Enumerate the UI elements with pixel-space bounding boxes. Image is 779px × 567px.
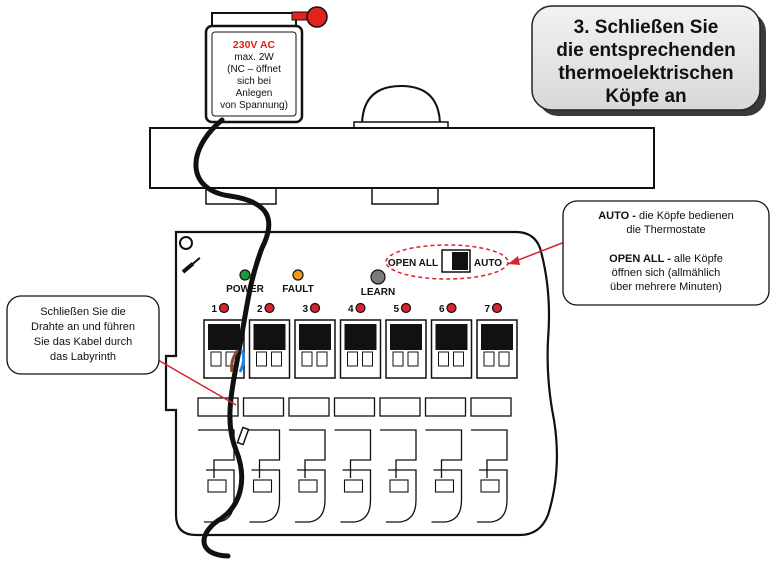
learn-button[interactable]: [371, 270, 385, 284]
terminal-screw-icon: [254, 324, 286, 350]
actuator-note-1: (NC – öffnet: [227, 64, 281, 75]
zone-number: 2: [257, 304, 263, 315]
fault-led-icon: [293, 270, 303, 280]
zone-number: 3: [302, 304, 308, 315]
wire-slot-icon[interactable]: [272, 352, 282, 366]
wires-callout-line-2: Drahte an und führen: [31, 321, 135, 333]
mounting-hole-icon: [180, 237, 192, 249]
wires-callout-line-4: das Labyrinth: [50, 351, 116, 363]
open-all-description-line-3: über mehrere Minuten): [610, 281, 722, 293]
switch-open-all-label: OPEN ALL: [388, 258, 438, 269]
open-all-description-line-2: öffnen sich (allmählich: [612, 267, 721, 279]
terminal-screw-icon: [481, 324, 513, 350]
zone-number: 1: [211, 304, 217, 315]
wire-slot-icon[interactable]: [499, 352, 509, 366]
power-led-icon: [240, 270, 250, 280]
fault-label: FAULT: [282, 284, 313, 295]
wire-slot-icon[interactable]: [211, 352, 221, 366]
actuator-note-3: Anlegen: [236, 88, 273, 99]
zone-led-icon: [493, 304, 502, 313]
wire-slot-icon[interactable]: [317, 352, 327, 366]
wire-slot-icon[interactable]: [439, 352, 449, 366]
title-line-2: die entsprechenden: [556, 40, 736, 61]
controller-body: POWER FAULT LEARN OPEN ALL AUTO 1 2 3 4 5 6 7: [166, 232, 557, 535]
title-line-1: 3. Schließen Sie: [574, 17, 719, 38]
auto-description-line-2: die Thermostate: [626, 224, 705, 236]
wires-callout-line-3: Sie das Kabel durch: [34, 336, 132, 348]
title-line-3: thermoelektrischen: [558, 63, 733, 84]
terminal-screw-icon: [345, 324, 377, 350]
wires-callout-line-1: Schließen Sie die: [40, 306, 126, 318]
power-label: POWER: [226, 284, 265, 295]
zone-number: 7: [484, 304, 490, 315]
title-box: 3. Schließen Sie die entsprechenden ther…: [532, 6, 766, 116]
terminal-screw-icon: [299, 324, 331, 350]
zone-number: 6: [439, 304, 445, 315]
zone-led-icon: [265, 304, 274, 313]
wire-slot-icon[interactable]: [302, 352, 312, 366]
wire-slot-icon[interactable]: [363, 352, 373, 366]
terminal-screw-icon: [390, 324, 422, 350]
auto-description-line-1: AUTO - die Köpfe bedienen: [598, 210, 734, 222]
wire-slot-icon[interactable]: [408, 352, 418, 366]
wire-slot-icon[interactable]: [454, 352, 464, 366]
actuator-red-cap-icon: [307, 7, 327, 27]
zone-led-icon: [356, 304, 365, 313]
zone-led-icon: [402, 304, 411, 313]
zone-led-icon: [311, 304, 320, 313]
wire-slot-icon[interactable]: [393, 352, 403, 366]
open-all-description-line-1: OPEN ALL - alle Köpfe: [609, 253, 723, 265]
wire-slot-icon[interactable]: [257, 352, 267, 366]
thermoelectric-actuator: 230V AC max. 2W (NC – öffnet sich bei An…: [206, 7, 327, 122]
zone-number: 4: [348, 304, 354, 315]
terminal-screw-icon: [208, 324, 240, 350]
wire-slot-icon[interactable]: [484, 352, 494, 366]
actuator-voltage: 230V AC: [233, 39, 276, 51]
title-line-4: Köpfe an: [605, 86, 686, 107]
actuator-note-4: von Spannung): [220, 100, 288, 111]
learn-label: LEARN: [361, 287, 395, 298]
zone-led-icon: [447, 304, 456, 313]
terminal-screw-icon: [436, 324, 468, 350]
actuator-note-2: sich bei: [237, 76, 271, 87]
switch-auto-label: AUTO: [474, 258, 502, 269]
switch-toggle-icon: [452, 252, 468, 270]
zone-led-icon: [220, 304, 229, 313]
zone-number: 5: [393, 304, 399, 315]
actuator-power: max. 2W: [234, 52, 274, 63]
wire-slot-icon[interactable]: [348, 352, 358, 366]
